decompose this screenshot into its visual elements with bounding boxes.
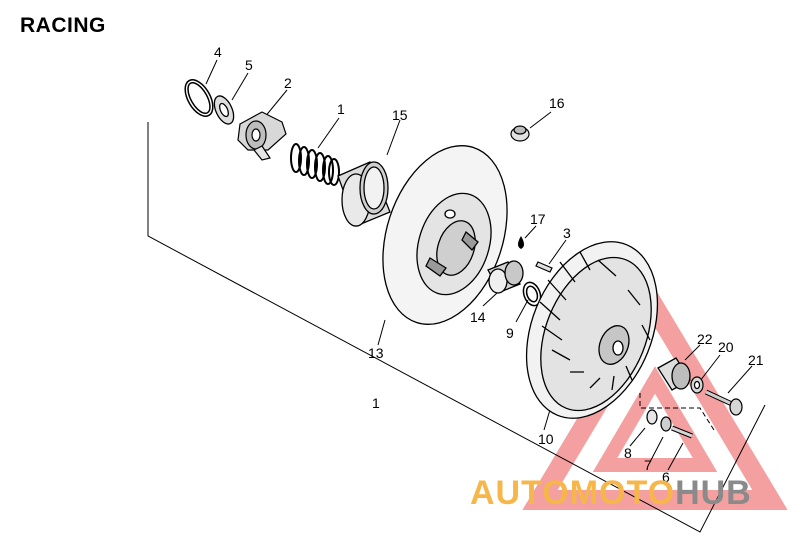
label-8: 8 <box>624 445 632 461</box>
part-key <box>535 261 553 273</box>
part-grease-drop <box>518 236 524 249</box>
part-washer <box>213 95 235 125</box>
assembly-bracket <box>147 122 766 533</box>
label-1-top: 1 <box>337 101 345 117</box>
label-7: 7 <box>644 457 652 473</box>
label-20: 20 <box>718 339 734 355</box>
part-washer-9 <box>522 281 542 307</box>
part-washer-20 <box>690 376 704 394</box>
part-bushing <box>487 260 524 294</box>
part-spider <box>237 111 287 161</box>
label-1-bottom: 1 <box>372 395 380 411</box>
page-title: RACING <box>20 14 106 37</box>
part-circlip <box>184 79 214 117</box>
part-spring <box>290 143 340 186</box>
part-cap <box>510 125 530 142</box>
label-21: 21 <box>748 352 764 368</box>
label-5: 5 <box>245 57 253 73</box>
part-fixed-sheave <box>525 241 659 419</box>
label-16: 16 <box>549 95 565 111</box>
label-17: 17 <box>530 211 546 227</box>
label-14: 14 <box>470 309 486 325</box>
part-roller <box>657 357 691 391</box>
leader-lines <box>205 59 753 471</box>
label-10: 10 <box>538 431 554 447</box>
part-sleeve <box>337 161 391 227</box>
part-moveable-sheave <box>382 145 508 325</box>
label-13: 13 <box>368 345 384 361</box>
part-labels: 4 5 2 1 15 16 17 3 14 9 13 1 22 20 21 10… <box>214 44 764 485</box>
label-2: 2 <box>284 75 292 91</box>
label-15: 15 <box>392 107 408 123</box>
watermark-text: AUTOMOTOHUB <box>470 474 752 512</box>
label-9: 9 <box>506 325 514 341</box>
part-small-hardware <box>646 409 693 439</box>
label-22: 22 <box>697 331 713 347</box>
label-6: 6 <box>662 469 670 485</box>
label-3: 3 <box>563 225 571 241</box>
label-4: 4 <box>214 44 222 60</box>
part-bolt <box>704 389 743 416</box>
